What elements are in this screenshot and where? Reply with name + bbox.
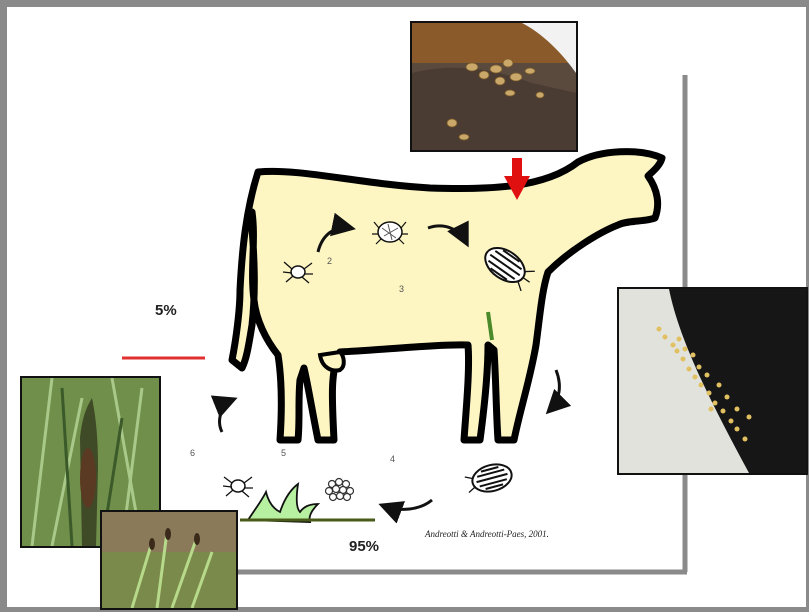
percent-on-pasture-label: 95% [349, 538, 379, 555]
eggs-cluster-icon [326, 479, 354, 501]
larvae-on-skin-image [619, 289, 806, 473]
ground-adult-tick-icon [464, 460, 515, 497]
grass-tips-photo [100, 510, 238, 610]
ground-larva-tick-icon [223, 477, 253, 497]
stage-number-3: 3 [399, 284, 404, 294]
ticks-on-hair-image [412, 23, 576, 150]
larvae-on-cattle-skin-photo [617, 287, 808, 475]
stage-number-5: 5 [281, 448, 286, 458]
grass-tuft-icon [240, 484, 375, 522]
ticks-on-cattle-hair-photo [410, 21, 578, 152]
stage-number-6: 6 [190, 448, 195, 458]
arrow-drop-off-icon [550, 370, 559, 410]
arrow-to-eggs-icon [384, 500, 432, 509]
grass-tips-image [102, 512, 236, 608]
percent-on-host-label: 5% [155, 302, 177, 319]
author-credit: Andreotti & Andreotti-Paes, 2001. [425, 529, 549, 539]
arrow-climb-host-icon [220, 400, 232, 432]
stage-number-2: 2 [327, 256, 332, 266]
cow-silhouette [232, 152, 662, 440]
stage-number-4: 4 [390, 454, 395, 464]
